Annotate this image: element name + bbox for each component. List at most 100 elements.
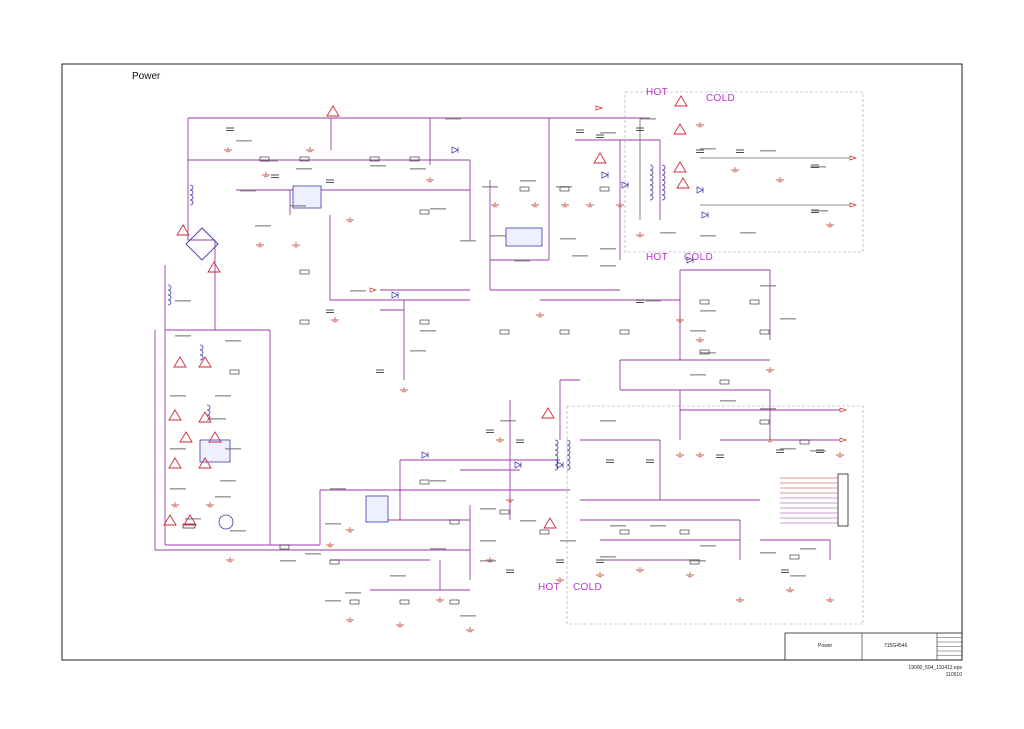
coil-turn — [649, 184, 654, 191]
ground-symbol-icon — [426, 177, 434, 183]
fine-print-mark — [740, 232, 756, 234]
ic-chip-icon — [365, 495, 389, 523]
resistor — [679, 529, 690, 535]
ground-symbol-icon — [224, 147, 232, 153]
warning-triangle-icon — [676, 177, 690, 189]
diode-body — [696, 186, 704, 194]
ground-symbol-icon — [556, 577, 564, 583]
title-block-part-number: 715G4546 — [884, 643, 908, 649]
fine-print-mark — [760, 285, 776, 287]
fine-print-mark — [480, 560, 496, 562]
coil-turn — [554, 449, 559, 456]
ground-symbol-icon — [676, 317, 684, 323]
warning-triangle-icon — [673, 123, 687, 135]
fine-print-mark — [480, 540, 496, 542]
diode — [686, 256, 694, 264]
fine-print-mark — [700, 235, 716, 237]
ground-symbol-icon — [326, 542, 334, 548]
fine-print-mark — [760, 408, 776, 410]
hot-label-bottom: HOT — [538, 582, 561, 593]
resistor — [619, 329, 630, 335]
resistor — [349, 599, 360, 605]
ground-symbol-icon — [171, 502, 179, 508]
coil-turn — [661, 184, 666, 191]
resistor — [499, 509, 510, 515]
ground-symbol-icon — [826, 597, 834, 603]
coil-turn — [206, 414, 211, 421]
resistor — [409, 156, 420, 162]
fine-print-mark — [445, 118, 461, 120]
resistor — [419, 209, 430, 215]
fine-print-mark — [600, 132, 616, 134]
fine-print-marks — [170, 118, 828, 617]
ground-symbol-icon — [226, 557, 234, 563]
fine-print-mark — [296, 168, 312, 170]
ground-symbol-icon — [731, 167, 739, 173]
fine-print-mark — [325, 600, 341, 602]
warning-triangle-icon — [673, 161, 687, 173]
ground-symbol-icon — [400, 387, 408, 393]
fine-print-mark — [556, 186, 572, 188]
coil-turn — [649, 189, 654, 196]
resistor — [599, 186, 610, 192]
fine-print-mark — [350, 290, 366, 292]
inductor — [206, 404, 211, 421]
coil-turn — [167, 299, 172, 306]
fine-print-mark — [600, 265, 616, 267]
coil-turn — [649, 164, 654, 171]
isolation-box-top — [624, 91, 864, 253]
footer-file-name: 19000_504_110412.eps — [908, 665, 962, 671]
fine-print-mark — [220, 480, 236, 482]
fine-print-mark — [390, 575, 406, 577]
resistor — [519, 186, 530, 192]
fine-print-mark — [185, 518, 201, 520]
fine-print-mark — [810, 450, 826, 452]
warning-triangle-icon — [198, 356, 212, 368]
fine-print-mark — [500, 420, 516, 422]
fine-print-mark — [175, 335, 191, 337]
fine-print-mark — [640, 118, 656, 120]
coil-turn — [566, 459, 571, 466]
ground-symbol-icon — [676, 452, 684, 458]
coil-turn — [661, 194, 666, 201]
ground-symbol-icon — [586, 202, 594, 208]
ground-symbol-icon — [256, 242, 264, 248]
resistor — [419, 319, 430, 325]
ic-chip-icon — [292, 185, 322, 209]
page-title: Power — [132, 71, 161, 82]
diode-body — [621, 181, 629, 189]
ground-symbol-icon — [346, 527, 354, 533]
diode — [601, 171, 609, 179]
diode — [701, 211, 709, 219]
fine-print-mark — [660, 232, 676, 234]
footer-date: 110510 — [945, 672, 962, 678]
coil-turn — [189, 184, 194, 191]
coil-turn — [566, 454, 571, 461]
fine-print-mark — [236, 140, 252, 142]
coil-turn — [206, 409, 211, 416]
diode — [514, 461, 522, 469]
resistor — [799, 439, 810, 445]
fine-print-mark — [790, 575, 806, 577]
ground-symbol-icon — [826, 222, 834, 228]
ground-symbol-icon — [776, 177, 784, 183]
fine-print-mark — [690, 374, 706, 376]
resistor — [749, 299, 760, 305]
inductor — [199, 344, 204, 361]
fine-print-mark — [780, 448, 796, 450]
coil-turn — [566, 444, 571, 451]
fine-print-mark — [800, 548, 816, 550]
warning-triangle-icon — [543, 517, 557, 529]
coil-turn — [661, 164, 666, 171]
grounds — [171, 122, 844, 633]
fine-print-mark — [460, 615, 476, 617]
warning-triangle-icon — [326, 105, 340, 117]
ground-symbol-icon — [262, 172, 270, 178]
fine-print-mark — [482, 186, 498, 188]
diode — [556, 461, 564, 469]
coil-turn — [649, 194, 654, 201]
ground-symbol-icon — [766, 437, 774, 443]
coil-turn — [566, 439, 571, 446]
fine-print-mark — [480, 508, 496, 510]
ground-symbol-icon — [346, 617, 354, 623]
